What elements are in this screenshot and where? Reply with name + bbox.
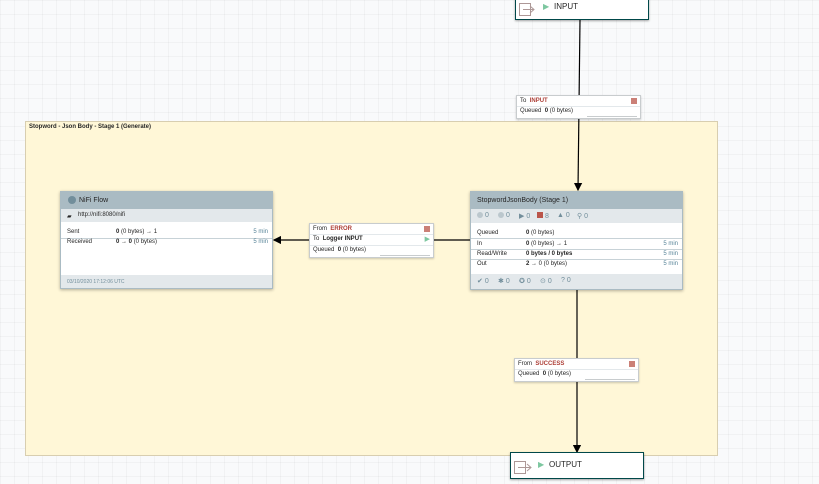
count-unknown: 0: [566, 277, 571, 284]
queued-label: Queued: [313, 247, 335, 253]
running-icon: ▶: [424, 236, 430, 243]
in-time: 5 min: [663, 241, 678, 247]
from-value: ERROR: [330, 226, 353, 232]
expiration-icon: [424, 226, 430, 232]
input-port-name: INPUT: [554, 2, 578, 11]
sent-value: 0: [116, 229, 120, 235]
queued-label: Queued: [477, 230, 499, 236]
received-time: 5 min: [253, 239, 268, 245]
in-value: 0: [526, 241, 530, 247]
output-port-icon: [514, 461, 533, 474]
from-value: SUCCESS: [535, 361, 565, 367]
count-running: 0: [526, 213, 531, 220]
question-icon: ?: [561, 277, 565, 284]
active-threads-icon: [477, 212, 483, 218]
queued-bytes: (0 bytes): [342, 247, 367, 253]
out-rest: → 0 (0 bytes): [531, 261, 568, 267]
queued-value: 0: [544, 108, 549, 114]
output-port[interactable]: ▶ OUTPUT: [510, 452, 644, 479]
connection-label-input[interactable]: To INPUT Queued 0 (0 bytes): [516, 95, 641, 119]
count-stale: 0: [526, 278, 531, 285]
in-rest: (0 bytes) → 1: [531, 241, 568, 247]
count-active: 0: [484, 212, 489, 219]
running-icon: ▶: [543, 2, 550, 11]
to-label: To: [313, 236, 320, 242]
sent-label: Sent: [67, 229, 80, 235]
to-label: To: [520, 98, 527, 104]
from-label: From: [313, 226, 327, 232]
received-value: 0 → 0: [116, 239, 133, 245]
count-disabled: 0: [584, 213, 588, 220]
sent-time: 5 min: [253, 229, 268, 235]
count-invalid: 0: [565, 212, 570, 219]
from-label: From: [518, 361, 532, 367]
rw-time: 5 min: [663, 251, 678, 257]
out-value: 2: [526, 261, 530, 267]
sent-rest: (0 bytes) → 1: [121, 229, 158, 235]
input-port-icon: [519, 3, 538, 16]
received-rest: (0 bytes): [133, 239, 158, 245]
queued-value: 0: [526, 230, 530, 236]
processor-title: StopwordJsonBody (Stage 1): [477, 197, 569, 204]
count-modified: 0: [505, 278, 510, 285]
rpg-title: NiFi Flow: [79, 197, 109, 204]
queued-bytes: (0 bytes): [547, 371, 572, 377]
rw-label: Read/Write: [477, 251, 507, 257]
star-icon: ✱: [498, 278, 504, 285]
count-stopped-a: 0: [505, 212, 510, 219]
connection-label-error[interactable]: From ERROR To Logger INPUT ▶ Queued 0 (0…: [309, 223, 434, 258]
out-label: Out: [477, 261, 487, 267]
unlock-icon: ▰: [67, 214, 72, 220]
running-icon: ▶: [519, 213, 525, 220]
processor[interactable]: StopwordJsonBody (Stage 1) 0 0 ▶ 0 8 ▲ 0…: [470, 191, 683, 290]
globe-icon: [68, 196, 76, 204]
sync-error-icon: ⊙: [540, 278, 546, 285]
expiration-icon: [631, 98, 637, 104]
rw-value: 0 bytes / 0 bytes: [526, 251, 573, 257]
to-value: Logger INPUT: [322, 236, 363, 242]
expiration-icon: [629, 361, 635, 367]
check-icon: ✔: [477, 278, 483, 285]
input-port[interactable]: ▶ INPUT: [515, 0, 649, 20]
queued-value: 0: [542, 371, 547, 377]
queued-value: 0: [337, 247, 342, 253]
queued-rest: (0 bytes): [531, 230, 555, 236]
queued-label: Queued: [518, 371, 540, 377]
last-refreshed: 03/10/2020 17:12:06 UTC: [67, 279, 125, 285]
count-stopped: 8: [544, 213, 549, 220]
to-value: INPUT: [529, 98, 548, 104]
sync-icon: ✪: [519, 278, 525, 285]
out-time: 5 min: [663, 261, 678, 267]
rpg-url: http://nifi:8080/nifi: [78, 212, 126, 218]
running-icon: ▶: [538, 460, 545, 469]
count-sync-error: 0: [547, 278, 552, 285]
received-label: Received: [67, 239, 93, 245]
count-up-to-date: 0: [484, 278, 489, 285]
process-group-title: Stopword - Json Body - Stage 1 (Generate…: [29, 124, 152, 130]
queued-bytes: (0 bytes): [549, 108, 574, 114]
queued-label: Queued: [520, 108, 542, 114]
warning-icon: ▲: [557, 212, 564, 219]
stopped-icon: [498, 212, 504, 218]
in-label: In: [477, 241, 483, 247]
stop-icon: [537, 212, 543, 218]
remote-process-group[interactable]: NiFi Flow ▰ http://nifi:8080/nifi Sent 0…: [60, 191, 273, 289]
connection-label-success[interactable]: From SUCCESS Queued 0 (0 bytes): [514, 358, 639, 382]
disabled-icon: ⚲: [577, 213, 583, 220]
output-port-name: OUTPUT: [549, 460, 582, 469]
